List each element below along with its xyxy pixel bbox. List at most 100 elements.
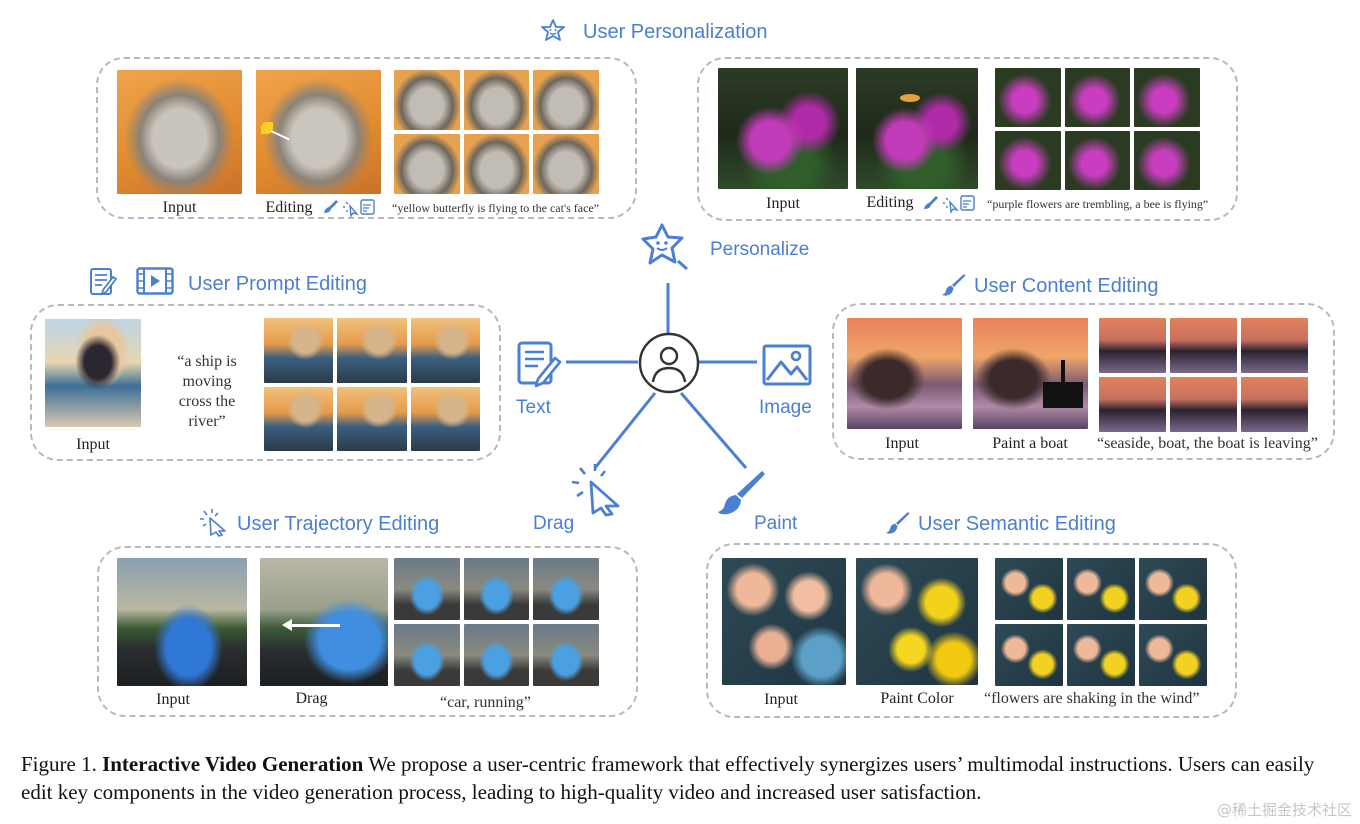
seaside-frame <box>1241 377 1308 432</box>
section-title-prompt: User Prompt Editing <box>188 273 367 295</box>
seaside-paint-caption: Paint a boat <box>992 435 1068 452</box>
cat-frame <box>394 134 460 194</box>
cat-frame <box>394 70 460 130</box>
caption-prefix: Figure 1. <box>21 752 103 776</box>
cat-output-frames <box>394 70 599 194</box>
girl-frame <box>337 386 407 451</box>
seaside-input-image <box>847 318 962 429</box>
flowers-frame <box>1134 131 1200 190</box>
cat-frame <box>463 134 530 194</box>
girl-frame <box>264 386 334 451</box>
watermark: @稀土掘金技术社区 <box>1216 801 1352 819</box>
girl-quote-line: moving <box>182 373 232 390</box>
cat-editing-caption: Editing <box>265 199 313 216</box>
star-face-icon <box>641 223 688 271</box>
car-drag-caption: Drag <box>295 690 328 707</box>
car-frame <box>533 624 599 686</box>
flowers-input-image <box>718 68 848 189</box>
girl-frame <box>264 318 334 383</box>
section-title-trajectory: User Trajectory Editing <box>237 513 440 535</box>
flowers-editing-caption: Editing <box>866 194 914 211</box>
daisy-frame <box>995 558 1063 620</box>
daisy-input-caption: Input <box>764 691 798 708</box>
figure-caption: Figure 1. Interactive Video Generation W… <box>21 750 1346 806</box>
girl-quote: “a ship is moving cross the river” <box>150 352 264 432</box>
flowers-output-frames <box>995 68 1200 190</box>
video-film-icon <box>136 267 174 295</box>
daisy-frame <box>1139 624 1207 686</box>
cat-frame <box>533 134 599 194</box>
car-frame <box>394 558 460 620</box>
section-title-content: User Content Editing <box>974 275 1159 297</box>
girl-frame <box>410 386 480 451</box>
hub-label-personalize: Personalize <box>710 239 810 260</box>
hub-label-drag: Drag <box>533 513 575 534</box>
flowers-frame <box>1064 131 1131 190</box>
car-frame <box>463 558 530 620</box>
flowers-frame <box>1064 68 1131 127</box>
hub-label-paint: Paint <box>754 513 798 534</box>
flowers-frame <box>995 131 1061 190</box>
car-quote: “car, running” <box>440 694 531 711</box>
cat-editing-image <box>256 70 381 194</box>
panel-daisy <box>706 543 1237 718</box>
seaside-paint-image <box>973 318 1088 429</box>
cat-input-image <box>117 70 242 194</box>
girl-frame <box>410 318 480 383</box>
user-circle-icon <box>638 332 700 394</box>
paint-brush-icon <box>718 471 765 515</box>
girl-quote-line: “a ship is <box>177 353 237 370</box>
seaside-frame <box>1099 318 1166 373</box>
section-title-semantic: User Semantic Editing <box>918 513 1116 535</box>
car-frame <box>463 624 530 686</box>
caption-bold-title: Interactive Video Generation <box>102 752 364 776</box>
flowers-editing-image <box>856 68 978 189</box>
cat-frame <box>533 70 599 130</box>
seaside-frame <box>1170 318 1237 373</box>
car-frame <box>533 558 599 620</box>
cursor-click-icon <box>200 509 226 537</box>
text-edit-icon <box>90 268 118 296</box>
caption-text: We propose a user-centric framework that… <box>21 752 1315 804</box>
flowers-input-caption: Input <box>766 195 800 212</box>
girl-input-caption: Input <box>76 436 110 453</box>
flowers-frame <box>995 68 1061 127</box>
seaside-output-frames <box>1099 318 1308 432</box>
panel-cat <box>96 57 637 219</box>
text-edit-icon <box>517 341 562 388</box>
section-title-personalization: User Personalization <box>583 21 768 43</box>
cat-quote: “yellow butterfly is flying to the cat's… <box>392 201 600 215</box>
daisy-paint-caption: Paint Color <box>880 690 954 707</box>
daisy-frame <box>1067 624 1135 686</box>
car-drag-image <box>260 558 388 686</box>
daisy-frame <box>1067 558 1135 620</box>
flowers-frame <box>1134 68 1200 127</box>
seaside-quote: “seaside, boat, the boat is leaving” <box>1097 435 1318 452</box>
daisy-paint-image <box>856 558 978 685</box>
girl-quote-line: river” <box>188 413 226 430</box>
panel-car <box>97 546 638 717</box>
star-face-icon <box>541 19 565 41</box>
paint-brush-icon <box>942 274 966 296</box>
car-frame <box>394 624 460 686</box>
hub-label-text: Text <box>516 397 551 418</box>
panel-girl <box>30 304 501 461</box>
car-input-caption: Input <box>156 691 190 708</box>
daisy-frame <box>1139 558 1207 620</box>
daisy-output-frames <box>995 558 1207 686</box>
brush-cursor-text-icons <box>924 195 975 215</box>
car-output-frames <box>394 558 599 686</box>
daisy-input-image <box>722 558 846 685</box>
image-icon <box>762 344 812 386</box>
seaside-frame <box>1170 377 1237 432</box>
cat-input-caption: Input <box>162 199 197 216</box>
panel-seaside <box>832 303 1335 460</box>
paint-brush-icon <box>886 512 910 534</box>
seaside-input-caption: Input <box>885 435 919 452</box>
cursor-click-icon <box>571 464 620 517</box>
seaside-frame <box>1241 318 1308 373</box>
hub-label-image: Image <box>759 397 812 418</box>
girl-quote-line: cross the <box>178 393 236 410</box>
brush-cursor-text-icons <box>324 199 375 219</box>
